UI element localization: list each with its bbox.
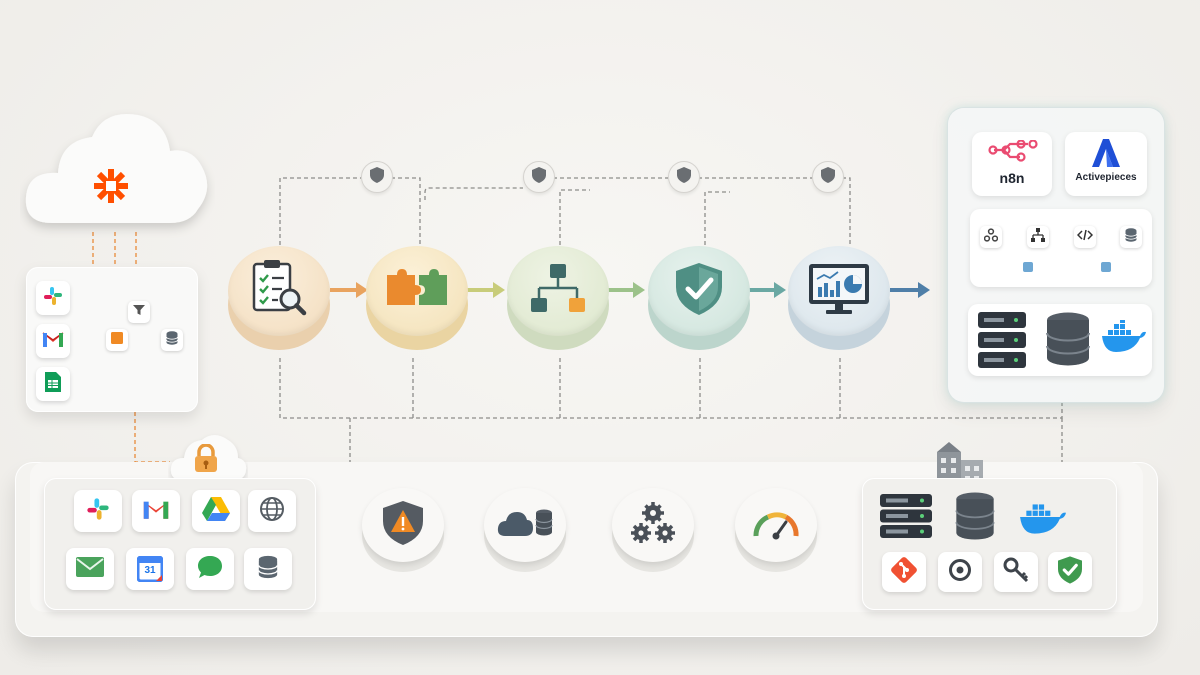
workflow-step-marker xyxy=(1101,262,1111,272)
google-drive-icon xyxy=(202,496,230,526)
activepieces-logo-icon xyxy=(1091,138,1121,173)
self-hosted-platforms-panel: n8n Activepieces xyxy=(948,108,1164,402)
n8n-logo-icon xyxy=(988,139,1038,169)
database-icon xyxy=(954,492,996,545)
shield-icon xyxy=(677,166,691,188)
stage-performance[interactable] xyxy=(735,488,817,572)
gmail-icon xyxy=(142,498,170,525)
filter-icon xyxy=(133,303,145,321)
code-icon xyxy=(1076,228,1094,246)
google-sheets-icon xyxy=(45,371,61,397)
google-drive-app-tile[interactable] xyxy=(192,490,240,532)
cloud-platform xyxy=(20,105,215,240)
slack-icon xyxy=(42,285,64,312)
sheets-app-tile[interactable] xyxy=(36,367,70,401)
security-checkpoint-3 xyxy=(668,161,700,193)
docker-icon xyxy=(1018,500,1066,541)
shield-warning-icon xyxy=(383,500,423,550)
webhook-node[interactable] xyxy=(980,226,1002,248)
gmail-icon xyxy=(42,330,64,353)
email-icon xyxy=(76,556,104,582)
lock-icon xyxy=(194,443,218,477)
database-icon xyxy=(166,330,178,350)
orange-square-icon xyxy=(111,331,123,349)
stage-cloud-storage[interactable] xyxy=(484,488,566,572)
database-app-tile[interactable] xyxy=(244,548,292,590)
chat-app-tile[interactable] xyxy=(186,548,234,590)
email-app-tile[interactable] xyxy=(66,548,114,590)
gmail-app-tile[interactable] xyxy=(132,490,180,532)
activepieces-label: Activepieces xyxy=(1075,172,1137,183)
database-icon xyxy=(1046,312,1090,371)
calendar-day: 31 xyxy=(144,565,156,576)
puzzle-icon xyxy=(385,268,449,314)
n8n-card[interactable]: n8n xyxy=(972,132,1052,196)
secure-cloud xyxy=(168,428,248,484)
calendar-app-tile[interactable]: 31 xyxy=(126,548,174,590)
google-calendar-icon: 31 xyxy=(136,555,164,583)
code-node[interactable] xyxy=(1074,226,1096,248)
action-node[interactable] xyxy=(106,329,128,351)
circle-target-icon xyxy=(948,558,972,587)
database-node[interactable] xyxy=(161,329,183,351)
stage-audit[interactable] xyxy=(228,246,330,350)
server-rack-icon xyxy=(880,494,932,543)
dashboard-monitor-icon xyxy=(808,263,870,320)
gears-icon xyxy=(631,501,675,550)
self-hosting-card xyxy=(968,304,1152,376)
chat-bubble-icon xyxy=(197,555,223,584)
shield-check-icon xyxy=(676,262,722,320)
self-hosted-infrastructure-block xyxy=(862,478,1117,610)
cloud-database-icon xyxy=(497,508,553,543)
zapier-asterisk-icon xyxy=(92,167,130,210)
workflow-builder-card xyxy=(970,209,1152,287)
stage-secure[interactable] xyxy=(648,246,750,350)
git-tool-tile[interactable] xyxy=(882,552,926,592)
webhook-icon xyxy=(983,227,999,247)
activepieces-card[interactable]: Activepieces xyxy=(1065,132,1147,196)
globe-icon xyxy=(259,496,285,527)
filter-node[interactable] xyxy=(128,301,150,323)
server-rack-icon xyxy=(978,312,1026,373)
shield-icon xyxy=(532,166,546,188)
database-node[interactable] xyxy=(1120,226,1142,248)
gmail-app-tile[interactable] xyxy=(36,324,70,358)
shield-icon xyxy=(821,166,835,188)
integration-panel xyxy=(26,267,198,412)
clipboard-search-icon xyxy=(250,258,308,325)
security-tool-tile[interactable] xyxy=(1048,552,1092,592)
stage-processing[interactable] xyxy=(612,488,694,572)
gauge-icon xyxy=(752,506,800,545)
security-checkpoint-2 xyxy=(523,161,555,193)
stage-workflow[interactable] xyxy=(507,246,609,350)
security-checkpoint-1 xyxy=(361,161,393,193)
docker-icon xyxy=(1100,318,1146,359)
n8n-label: n8n xyxy=(999,170,1025,186)
monitoring-tool-tile[interactable] xyxy=(938,552,982,592)
slack-icon xyxy=(85,496,111,527)
git-icon xyxy=(890,556,918,589)
branch-node[interactable] xyxy=(1027,226,1049,248)
flowchart-icon xyxy=(530,263,586,319)
secrets-tool-tile[interactable] xyxy=(994,552,1038,592)
stage-monitor[interactable] xyxy=(788,246,890,350)
shield-icon xyxy=(370,166,384,188)
stage-threat-check[interactable] xyxy=(362,488,444,572)
connected-apps-block: 31 xyxy=(44,478,316,610)
stage-integrate[interactable] xyxy=(366,246,468,350)
slack-app-tile[interactable] xyxy=(36,281,70,315)
branch-icon xyxy=(1031,227,1045,247)
key-icon xyxy=(1003,557,1029,588)
shield-check-icon xyxy=(1058,555,1082,589)
security-checkpoint-4 xyxy=(812,161,844,193)
workflow-step-marker xyxy=(1023,262,1033,272)
web-app-tile[interactable] xyxy=(248,490,296,532)
slack-app-tile[interactable] xyxy=(74,490,122,532)
database-icon xyxy=(258,555,278,584)
database-icon xyxy=(1125,227,1137,247)
